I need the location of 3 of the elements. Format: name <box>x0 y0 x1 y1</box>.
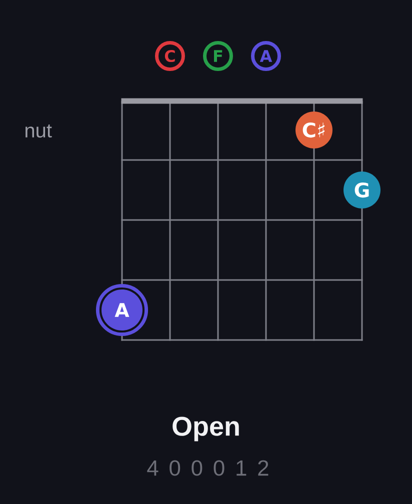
chord-name: Open <box>172 416 239 442</box>
fret-numbers: 4 0 0 0 1 2 <box>147 460 268 476</box>
nut-label: nut <box>26 124 52 138</box>
